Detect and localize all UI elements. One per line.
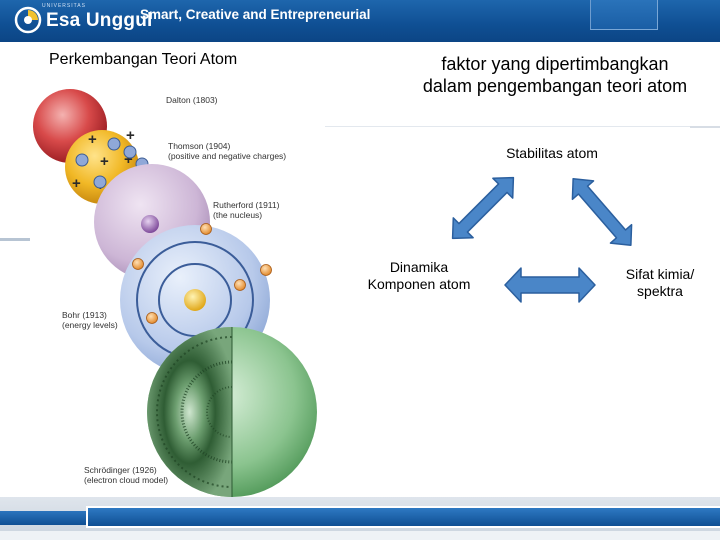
logo-text: Esa Unggul [46, 10, 153, 31]
svg-text:+: + [124, 151, 133, 168]
svg-text:+: + [126, 127, 135, 144]
bohr-label: Bohr (1913) (energy levels) [62, 310, 118, 330]
node-dynamics-line-1: Dinamika [389, 259, 449, 275]
header-bar: Esa Unggul UNIVERSITAS Smart, Creative a… [0, 0, 720, 42]
rutherford-label: Rutherford (1911) (the nucleus) [213, 200, 280, 220]
right-divider-accent [690, 126, 720, 128]
right-divider-line [322, 126, 720, 127]
node-chemistry-line-1: Sifat kimia/ [625, 266, 695, 282]
rutherford-nucleus [141, 215, 159, 233]
arrow-stability-dynamics [451, 176, 515, 240]
svg-text:+: + [88, 131, 97, 148]
footer-bottom-strip [0, 531, 720, 540]
tagline: Smart, Creative and Entrepreneurial [140, 7, 371, 22]
svg-text:+: + [100, 153, 109, 170]
logo-emblem-icon [14, 6, 42, 34]
atom-models-illustration: ++ ++ ++ Dalton (1803) Th [30, 82, 325, 498]
schrodinger-label: Schrödinger (1926) (electron cloud model… [84, 465, 169, 485]
svg-text:+: + [72, 175, 81, 192]
node-chemistry: Sifat kimia/ spektra [610, 266, 710, 300]
footer-inset-panel [86, 506, 720, 528]
node-dynamics: Dinamika Komponen atom [354, 259, 484, 293]
thomson-electrons [75, 137, 149, 189]
left-slide-title: Perkembangan Teori Atom [49, 51, 238, 68]
dalton-label: Dalton (1803) [166, 95, 218, 105]
right-slide-title: faktor yang dipertimbangkan dalam pengem… [370, 53, 720, 97]
node-dynamics-line-2: Komponen atom [367, 276, 471, 292]
bohr-electrons [132, 223, 272, 324]
atom-models-graphic: ++ ++ ++ [33, 89, 317, 497]
logo-subtext: UNIVERSITAS [42, 3, 86, 9]
footer-bar [0, 497, 720, 540]
right-title-line-2: dalam pengembangan teori atom [422, 76, 688, 96]
arrow-dynamics-chemistry [504, 267, 596, 303]
bohr-nucleus [184, 289, 206, 311]
left-decor-stripe [0, 238, 40, 241]
university-logo: Esa Unggul [14, 6, 153, 34]
schrodinger-cutaway [147, 327, 232, 497]
header-decor-box [590, 0, 658, 30]
thomson-label: Thomson (1904) (positive and negative ch… [168, 141, 287, 161]
node-chemistry-line-2: spektra [637, 283, 683, 299]
right-title-line-1: faktor yang dipertimbangkan [441, 54, 669, 74]
arrow-stability-chemistry [571, 178, 633, 246]
node-stability: Stabilitas atom [506, 145, 598, 161]
